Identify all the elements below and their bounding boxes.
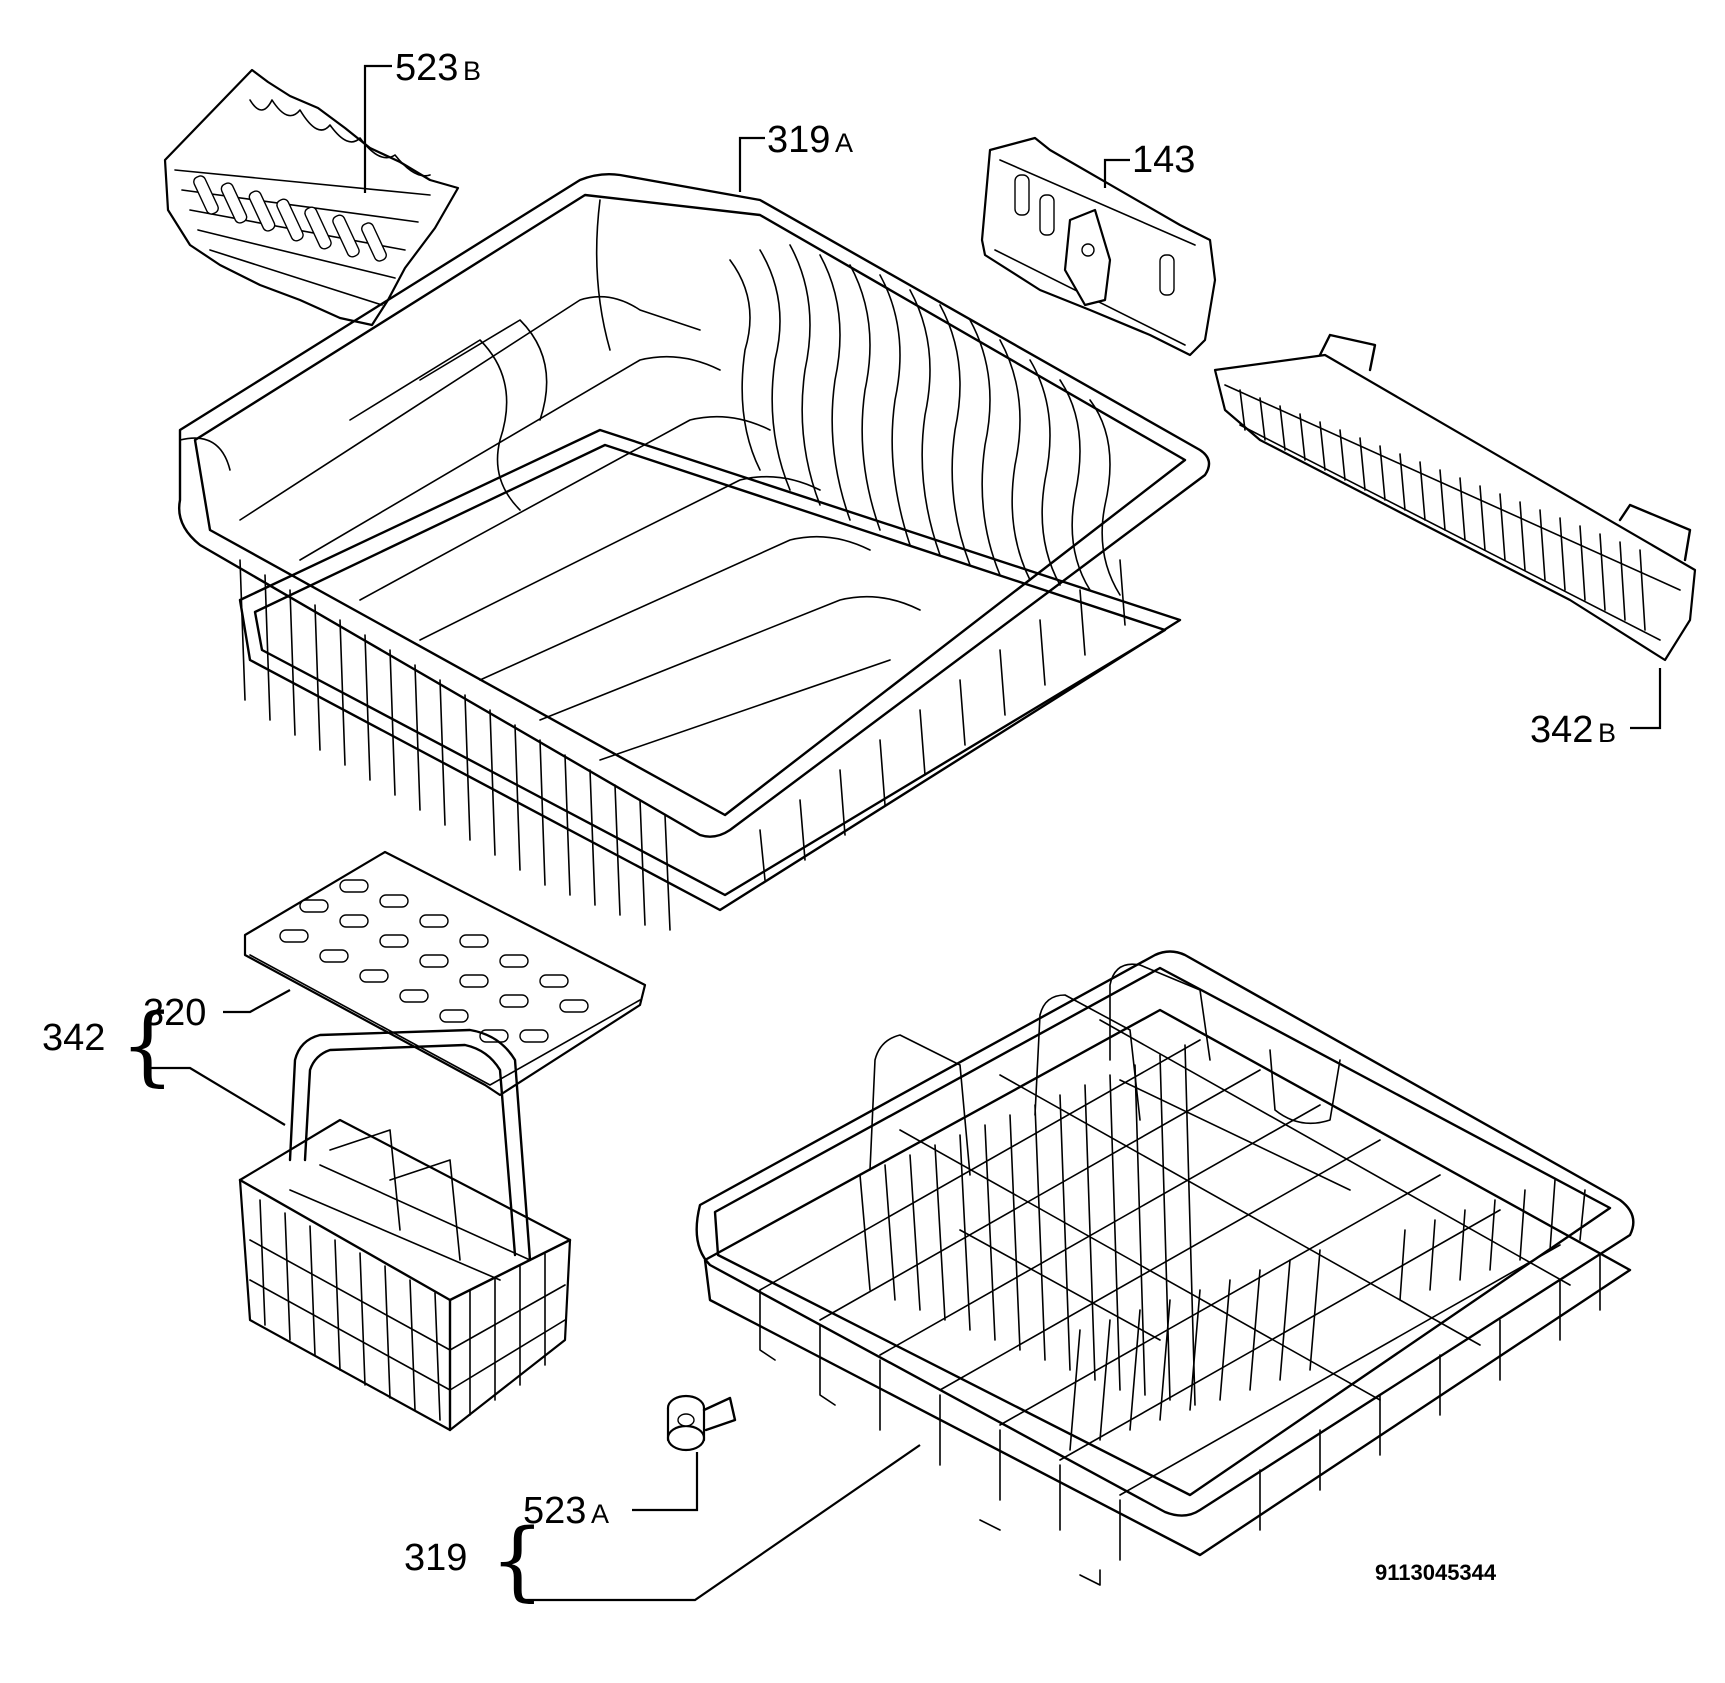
upper-basket-plate-tines — [729, 244, 1121, 596]
label-523a: 523 A — [523, 1490, 609, 1532]
part-320-basket-lid[interactable] — [243, 850, 647, 1097]
svg-text:342: 342 — [1530, 709, 1593, 751]
brace-342: { — [120, 996, 175, 1096]
lower-basket-tines — [859, 1044, 1586, 1451]
leader-319 — [520, 1444, 921, 1602]
lower-basket-loops — [869, 963, 1351, 1341]
part-523a-wheel[interactable] — [666, 1394, 737, 1452]
lower-basket-base-grid — [759, 1019, 1571, 1496]
label-320: 320 — [143, 992, 206, 1034]
svg-text:523: 523 — [523, 1490, 586, 1532]
brace-319: { — [490, 1511, 545, 1611]
upper-basket-front-wires — [239, 559, 671, 931]
label-342b: 342 B — [1530, 709, 1616, 751]
svg-text:B: B — [463, 56, 481, 86]
leader-523b — [363, 64, 392, 193]
svg-text:319: 319 — [767, 119, 830, 161]
label-342: 342 — [42, 1017, 105, 1059]
side-basket-bars — [1239, 389, 1646, 631]
part-342-cutlery-basket[interactable] — [238, 1028, 572, 1432]
label-319: 319 — [404, 1537, 467, 1579]
upper-basket-inner-wires — [179, 199, 921, 761]
leader-523a — [632, 1452, 699, 1512]
leader-143 — [1103, 158, 1130, 188]
svg-text:A: A — [835, 128, 853, 158]
svg-text:A: A — [591, 1499, 609, 1529]
leader-342b — [1630, 668, 1662, 730]
part-319-lower-basket[interactable] — [695, 950, 1635, 1586]
cutlery-basket-grid — [249, 1129, 566, 1421]
lid-slots — [279, 879, 589, 1043]
lower-basket-legs — [759, 1254, 1601, 1586]
leader-342 — [145, 1066, 286, 1126]
svg-text:523: 523 — [395, 47, 458, 89]
part-319a-upper-basket[interactable] — [178, 172, 1211, 931]
label-319a: 319 A — [767, 119, 853, 161]
svg-text:B: B — [1598, 718, 1616, 748]
label-523b: 523 B — [395, 47, 481, 89]
document-number: 9113045344 — [1375, 1560, 1497, 1585]
leader-319a — [738, 136, 765, 192]
upper-basket-side-wires — [759, 559, 1126, 881]
label-143: 143 — [1132, 139, 1195, 181]
part-143-bracket[interactable] — [980, 136, 1217, 357]
part-523b-cup-rack[interactable] — [163, 68, 460, 327]
part-342b-side-basket[interactable] — [1213, 333, 1697, 662]
leader-320 — [223, 989, 291, 1014]
